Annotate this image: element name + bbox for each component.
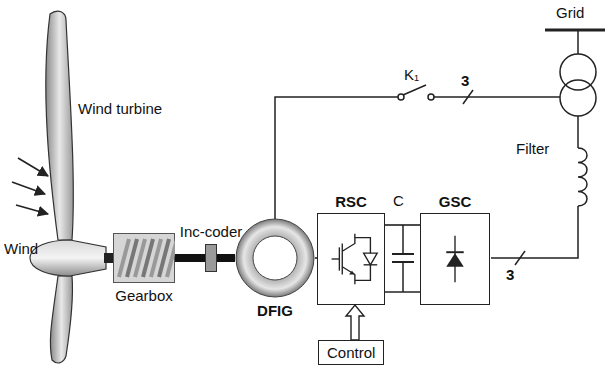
phase-count: 3: [461, 72, 469, 89]
stator-wire: [275, 85, 560, 219]
part-name: RSC: [335, 193, 367, 210]
wind-arrows: [12, 158, 48, 214]
encoder: Inc-coder: [205, 244, 217, 272]
ring-symbol: [235, 218, 315, 298]
wind-turbine: [30, 11, 114, 363]
three-phase-slash: [463, 90, 473, 104]
converter-box: GSC: [420, 213, 490, 305]
gear-symbol: [113, 233, 175, 283]
gearbox: Gearbox: [113, 233, 175, 283]
box-label: Control: [327, 344, 375, 361]
power-wire: [385, 224, 420, 226]
switch-blade: [403, 85, 426, 95]
part-name: GSC: [439, 193, 472, 210]
filter-inductor: [578, 148, 587, 206]
igbt-symbol: [318, 214, 384, 304]
control-box: Control: [318, 340, 384, 365]
filter-wire: [491, 116, 587, 265]
control-arrow: [346, 305, 364, 340]
switch-name: K₁: [404, 66, 419, 83]
part-name: DFIG: [257, 302, 293, 319]
drive-shaft: [175, 254, 205, 262]
enc-symbol: [205, 244, 217, 272]
part-name: Filter: [516, 140, 549, 157]
dc-link: [385, 225, 420, 292]
part-name: Gearbox: [115, 287, 173, 304]
part-name: Wind: [4, 240, 38, 257]
transformer: [545, 30, 605, 116]
part-name: Grid: [556, 4, 584, 21]
generator-ring: DFIG: [235, 218, 315, 298]
part-name: Inc-coder: [180, 223, 243, 240]
phase-count: 3: [506, 266, 514, 283]
converter-box: RSC: [317, 213, 385, 305]
drive-shaft: [217, 254, 235, 262]
component-name: C: [393, 192, 404, 209]
grid-bus: [545, 29, 605, 32]
diode-symbol: [421, 214, 489, 304]
three-phase-slash: [515, 251, 525, 265]
part-name: Wind turbine: [78, 100, 162, 117]
